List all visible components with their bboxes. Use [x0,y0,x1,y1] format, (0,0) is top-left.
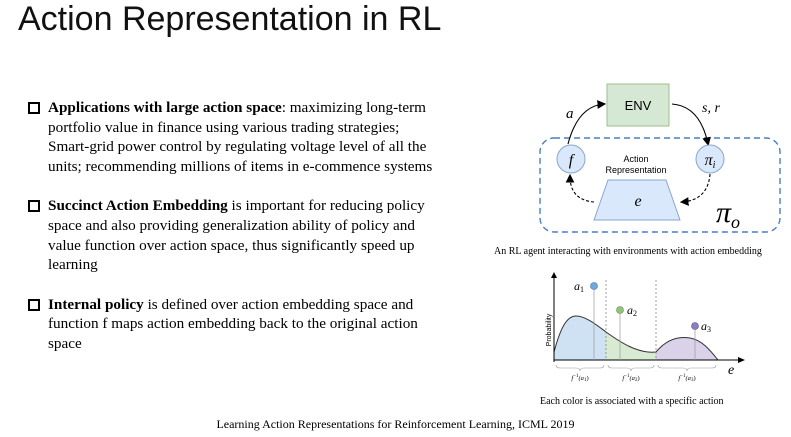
f-label: f [569,152,576,169]
square-bullet-icon [28,102,40,114]
range-label-a1: f−1(a1) [571,374,588,383]
brace-a3 [657,364,717,372]
action-repr-trapezoid [593,179,681,221]
pi-i-node [695,144,725,174]
point-a2 [616,306,624,314]
square-bullet-icon [28,200,40,213]
slide-footer-citation: Learning Action Representations for Rein… [216,417,575,431]
label-a3: a3 [701,319,711,334]
action-repr-label-2: Representation [605,165,666,175]
rl-agent-diagram: ENV a s, r f πi Action Representation e … [539,83,781,233]
bullet-text: : maximizing long-term portfolio value i… [48,99,433,175]
pi-i-to-e-arrow [679,173,711,206]
bullet-large-action-space: Applications with large action space: ma… [28,98,438,176]
plot-caption: Each color is associated with a specific… [540,396,724,407]
bullet-succinct-embedding: Succinct Action Embedding is important f… [28,196,438,274]
bullet-heading: Applications with large action space [48,99,282,116]
pi-i-label: πi [705,152,716,171]
f-node [556,144,586,174]
bullet-list: Applications with large action space: ma… [28,98,438,374]
y-axis-arrowhead [551,272,557,278]
point-a3 [691,322,699,330]
region-a2 [606,332,656,360]
plot-ylabel: Probability [546,313,553,346]
env-box [606,83,670,127]
square-bullet-icon [28,298,40,311]
bullet-text: is important for reducing policy space a… [48,197,425,274]
state-reward-label: s, r [702,101,720,116]
bullet-heading: Internal policy [48,295,144,313]
diagram-caption: An RL agent interacting with environment… [494,246,762,257]
e-label: e [634,193,641,210]
bullet-text: is defined over action embedding space a… [48,295,418,352]
e-to-f-arrow [565,173,595,203]
slide-title: Action Representation in RL [18,0,442,38]
action-repr-label-1: Action [623,154,648,164]
range-label-a3: f−1(a3) [678,374,695,383]
density-curve [553,315,719,361]
state-reward-arrow [671,103,711,147]
action-label: a [566,106,574,122]
point-a1 [590,282,598,290]
label-a1: a1 [574,279,584,294]
brace-a1 [555,364,605,372]
bullet-heading: Succinct Action Embedding [48,197,228,215]
brace-a2 [607,364,655,372]
env-label: ENV [625,98,652,113]
range-label-a2: f−1(a2) [622,374,639,383]
embedding-probability-plot: Probability a1 a2 a3 f−1(a1) f−1(a2) f−1… [546,272,745,383]
label-a2: a2 [627,303,637,318]
plot-xlabel: e [728,363,734,378]
action-arrow [567,100,607,145]
region-a1 [554,316,606,360]
policy-dashed-box [539,137,781,233]
pi-o-label: πo [716,196,740,232]
bullet-internal-policy: Internal policy is defined over action e… [28,295,438,354]
x-axis-arrowhead [738,357,745,363]
region-a3 [656,337,718,360]
